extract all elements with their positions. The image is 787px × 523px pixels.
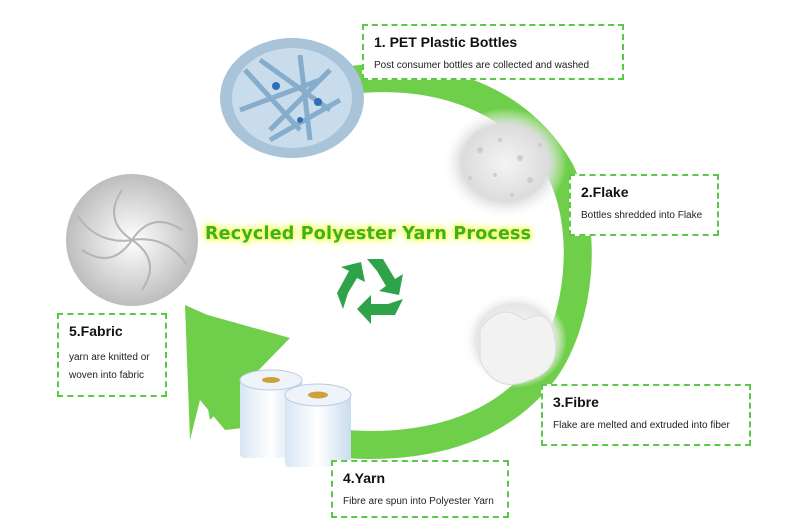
- fibre-image: [463, 292, 567, 388]
- diagram-title: Recycled Polyester Yarn Process: [205, 224, 535, 244]
- step-5-box: 5.Fabric yarn are knitted or woven into …: [57, 313, 167, 397]
- step-5-desc: yarn are knitted or woven into fabric: [69, 349, 155, 385]
- step-3-desc: Flake are melted and extruded into fiber: [553, 420, 739, 432]
- step-1-box: 1. PET Plastic Bottles Post consumer bot…: [362, 24, 624, 80]
- step-1-desc: Post consumer bottles are collected and …: [374, 60, 612, 72]
- recycle-icon: [337, 259, 403, 324]
- fabric-swirl-image: [66, 174, 198, 306]
- step-2-box: 2.Flake Bottles shredded into Flake: [569, 174, 719, 236]
- step-4-desc: Fibre are spun into Polyester Yarn: [343, 496, 497, 508]
- step-1-title: 1. PET Plastic Bottles: [374, 34, 612, 50]
- step-4-box: 4.Yarn Fibre are spun into Polyester Yar…: [331, 460, 509, 518]
- step-3-box: 3.Fibre Flake are melted and extruded in…: [541, 384, 751, 446]
- plastic-bottles-image: [220, 38, 364, 158]
- step-3-title: 3.Fibre: [553, 394, 739, 410]
- yarn-spools-image: [240, 370, 351, 467]
- flake-image: [443, 108, 567, 218]
- step-5-title: 5.Fabric: [69, 323, 155, 339]
- step-2-title: 2.Flake: [581, 184, 707, 200]
- step-4-title: 4.Yarn: [343, 470, 497, 486]
- step-2-desc: Bottles shredded into Flake: [581, 210, 707, 222]
